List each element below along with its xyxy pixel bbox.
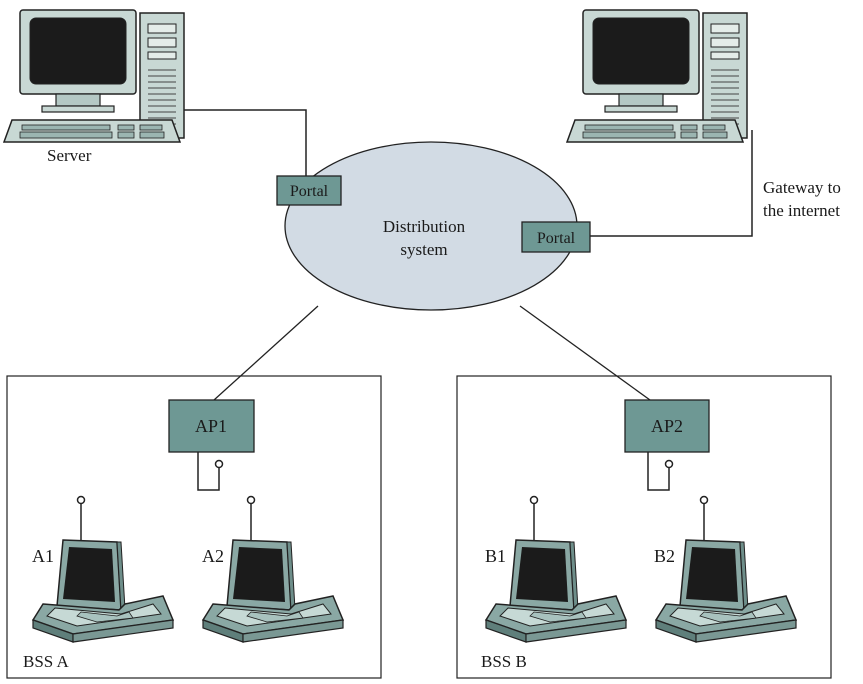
portal-left-label: Portal bbox=[290, 183, 329, 200]
ap1-box bbox=[168, 399, 255, 453]
bss-b-label: BSS B bbox=[481, 652, 527, 671]
ap1-antenna-icon bbox=[197, 452, 224, 491]
laptop-b1-icon bbox=[485, 495, 627, 643]
ap2-label: AP2 bbox=[651, 416, 683, 436]
gateway-label-line2: the internet bbox=[763, 201, 840, 220]
a2-label: A2 bbox=[202, 546, 224, 566]
ap1-link bbox=[213, 305, 319, 401]
portal-right-box bbox=[521, 221, 591, 253]
distribution-label-line2: system bbox=[400, 240, 447, 259]
bss-b-box bbox=[456, 375, 832, 679]
portal-left-box bbox=[276, 175, 342, 206]
server-computer-icon bbox=[3, 9, 185, 143]
distribution-label-line1: Distribution bbox=[383, 217, 466, 236]
server-link bbox=[172, 109, 307, 176]
portal-right-label: Portal bbox=[537, 230, 576, 247]
gateway-computer-icon bbox=[566, 9, 748, 143]
laptop-a2-icon bbox=[202, 495, 344, 643]
a1-label: A1 bbox=[32, 546, 54, 566]
server-label: Server bbox=[47, 146, 92, 165]
laptop-b2-icon bbox=[655, 495, 797, 643]
b1-label: B1 bbox=[485, 546, 506, 566]
laptop-a1-icon bbox=[32, 495, 174, 643]
gateway-link bbox=[590, 130, 753, 237]
ap2-link bbox=[519, 305, 651, 401]
gateway-label-line1: Gateway to bbox=[763, 178, 841, 197]
b2-label: B2 bbox=[654, 546, 675, 566]
bss-a-label: BSS A bbox=[23, 652, 70, 671]
ap2-antenna-icon bbox=[647, 452, 674, 491]
ap1-label: AP1 bbox=[195, 416, 227, 436]
ap2-box bbox=[624, 399, 710, 453]
bss-a-box bbox=[6, 375, 382, 679]
